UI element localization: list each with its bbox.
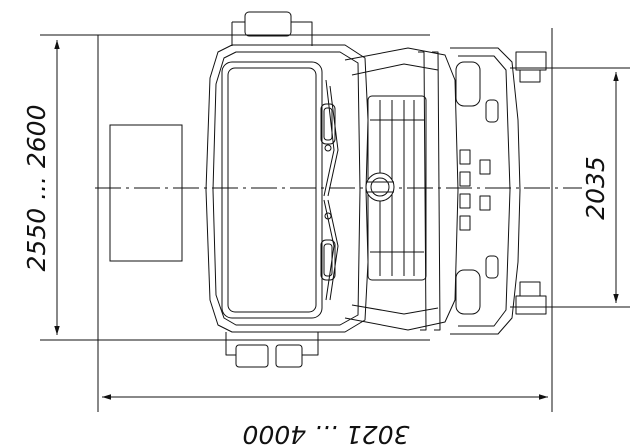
cargo-block [110, 125, 182, 261]
mirror-bottom-inner [324, 244, 332, 276]
cab-outline [206, 12, 546, 367]
headlight-bottom [456, 270, 480, 314]
hood-crease [352, 64, 438, 314]
cab-roof-inner [213, 52, 360, 325]
mirror-pivot-1 [325, 145, 331, 151]
width-dimension-label: 2550 ... 2600 [22, 105, 51, 272]
fog-light-bottom [486, 256, 498, 278]
front-bumper-inner [458, 56, 510, 326]
cab-roof-outline [206, 45, 368, 332]
mirror-pivot-2 [325, 213, 331, 219]
roof-panel [222, 62, 322, 318]
track-dimension-label: 2035 [581, 156, 610, 220]
hood-outline [345, 48, 458, 330]
brand-badge-wings [366, 182, 394, 192]
front-block-top [516, 52, 546, 70]
bumper-strap-1 [418, 52, 426, 330]
bottom-bracket [226, 332, 318, 355]
front-mount-bottom [520, 282, 540, 296]
step-right [276, 345, 302, 367]
front-mount-top [520, 70, 540, 82]
length-dimension-label: 3021 ... 4000 [243, 420, 410, 446]
top-bracket [232, 22, 312, 46]
mirror-arm-top [324, 80, 338, 196]
headlight-top [456, 62, 480, 106]
body-outline [110, 125, 182, 261]
dimension-lines [40, 28, 630, 412]
bumper-strap-2 [432, 52, 440, 330]
top-box [245, 12, 291, 36]
front-block-bottom [516, 296, 546, 314]
fog-light-top [486, 100, 498, 122]
roof-panel-inner [228, 68, 316, 312]
mirror-top-inner [324, 108, 332, 140]
brand-badge-inner [371, 178, 389, 196]
step-left [236, 345, 268, 367]
mirror-top [321, 104, 335, 144]
brand-badge [366, 173, 394, 201]
bumper-vents [460, 150, 490, 230]
mirror-bottom [321, 240, 335, 280]
front-bumper [450, 48, 520, 334]
